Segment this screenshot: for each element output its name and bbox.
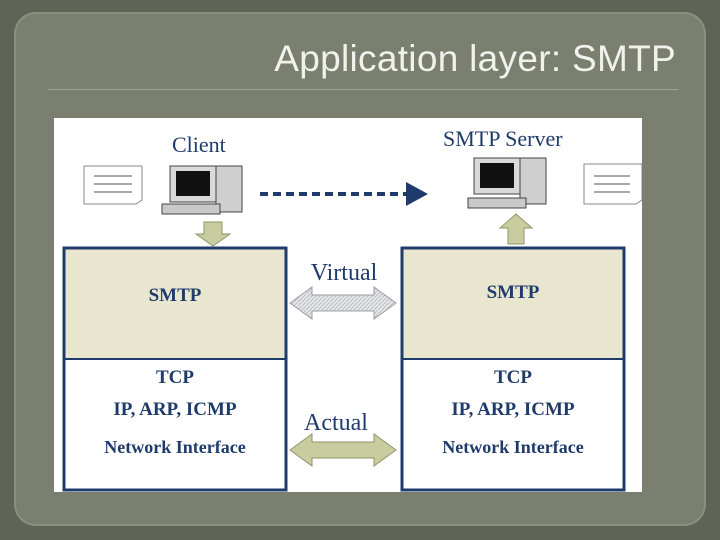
client-tcp-layer: TCP [156, 367, 194, 388]
diagram-svg: Client SMTP Server [62, 126, 642, 492]
slide-title: Application layer: SMTP [274, 38, 676, 79]
client-smtp-layer: SMTP [149, 285, 202, 306]
server-ip-layer: IP, ARP, ICMP [451, 399, 575, 420]
server-smtp-layer: SMTP [487, 282, 540, 303]
client-protocol-stack: SMTP TCP IP, ARP, ICMP Network Interface [62, 246, 288, 492]
server-label: SMTP Server [443, 126, 563, 151]
server-tcp-layer: TCP [494, 367, 532, 388]
client-document-icon [83, 165, 143, 205]
client-computer-icon [161, 165, 243, 215]
server-up-arrow-icon [498, 213, 534, 245]
actual-label: Actual [304, 410, 368, 436]
client-ip-layer: IP, ARP, ICMP [113, 399, 237, 420]
client-network-interface-layer: Network Interface [104, 437, 245, 457]
server-network-interface-layer: Network Interface [442, 437, 583, 457]
server-protocol-stack: SMTP TCP IP, ARP, ICMP Network Interface [400, 246, 626, 492]
title-divider [48, 89, 678, 90]
client-label: Client [172, 132, 226, 157]
server-document-icon [583, 163, 642, 205]
server-computer-icon [467, 157, 547, 209]
virtual-double-arrow-icon [289, 286, 397, 320]
client-down-arrow-icon [194, 221, 232, 247]
dashed-arrow-icon [260, 182, 428, 206]
actual-double-arrow-icon [289, 433, 397, 467]
virtual-label: Virtual [311, 260, 378, 286]
smtp-diagram: Client SMTP Server [54, 118, 642, 492]
